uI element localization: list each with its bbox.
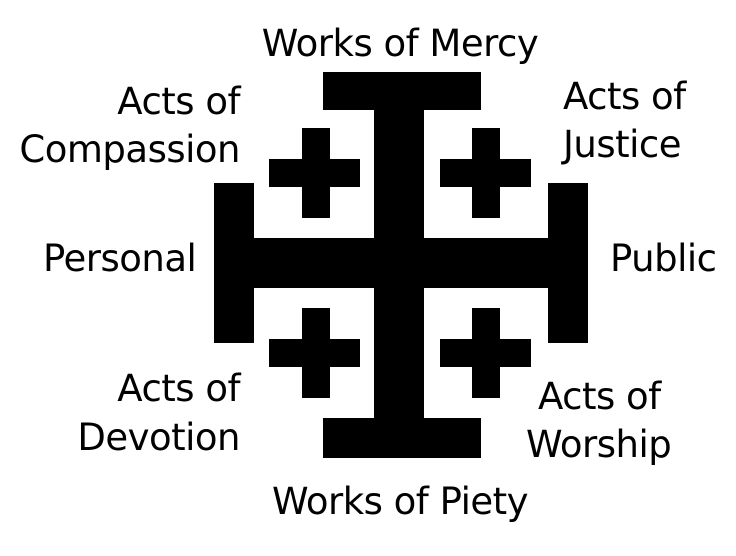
small-cross-upper-left — [269, 128, 360, 218]
label-personal: Personal — [43, 237, 197, 280]
small-cross-upper-right — [440, 128, 531, 218]
label-acts-of-compassion-line2: Compassion — [19, 128, 240, 171]
label-acts-of-devotion-line2: Devotion — [77, 416, 240, 459]
cross-bottom-bar — [323, 418, 481, 458]
cross-top-bar — [323, 72, 481, 110]
label-works-of-piety: Works of Piety — [271, 480, 529, 523]
cross-left-bar — [214, 183, 254, 343]
label-acts-of-worship-line2: Worship — [526, 423, 672, 466]
cross-horizontal-arm — [252, 238, 550, 288]
label-acts-of-justice-line2: Justice — [563, 123, 682, 166]
small-cross-lower-left — [269, 308, 360, 398]
label-acts-of-worship-line1: Acts of — [538, 375, 661, 418]
label-acts-of-devotion-line1: Acts of — [117, 367, 240, 410]
cross-right-bar — [548, 183, 588, 343]
label-public: Public — [610, 237, 717, 280]
small-cross-lower-right — [440, 308, 531, 398]
label-acts-of-justice-line1: Acts of — [563, 75, 686, 118]
label-acts-of-compassion-line1: Acts of — [117, 80, 240, 123]
label-works-of-mercy: Works of Mercy — [261, 22, 539, 65]
